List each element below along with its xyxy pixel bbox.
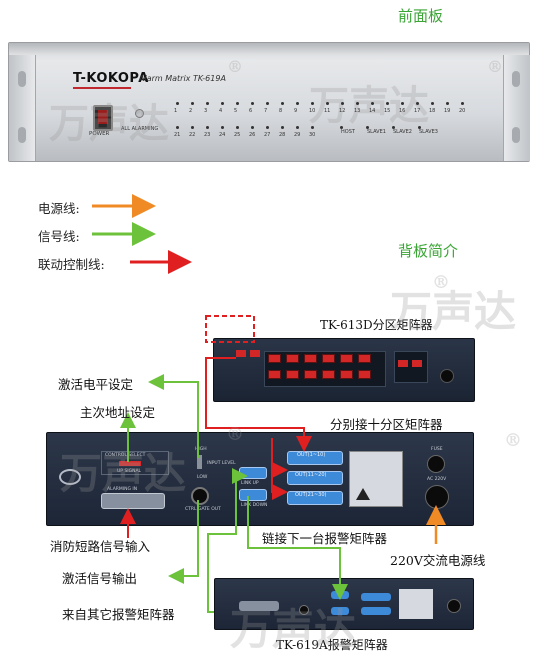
output-label-1: OUT(1~10) — [297, 452, 326, 458]
fuse-label: FUSE — [431, 447, 443, 452]
watermark: 万声达 — [230, 605, 357, 654]
all-alarming-label: ALL ALARMING — [121, 126, 159, 132]
line-zone-to-output-1 — [205, 357, 312, 452]
bottom-label-plate — [399, 589, 433, 619]
output-connector-1[interactable] — [287, 451, 343, 465]
slave1-label: SLAVE1 — [367, 129, 386, 135]
slave3-label: SLAVE3 — [419, 129, 438, 135]
callout-fire-input: 消防短路信号输入 — [50, 539, 151, 554]
watermark: 万声达 — [309, 82, 429, 129]
brand-underline — [73, 87, 131, 89]
control-select-box — [101, 451, 169, 475]
line-next-matrix — [247, 496, 348, 600]
watermark-registered: ® — [227, 57, 243, 76]
line-from-other — [207, 476, 237, 613]
legend-power-label: 电源线: — [38, 201, 80, 216]
warning-label-plate — [349, 451, 403, 507]
callout-activate-output: 激活信号输出 — [62, 571, 138, 586]
callout-master-slave: 主次地址设定 — [80, 405, 156, 420]
output-label-3: OUT(21~30) — [295, 492, 327, 498]
output-label-2: OUT(11~20) — [295, 472, 327, 478]
watermark-registered: ® — [226, 424, 244, 445]
watermark: 万声达 — [60, 449, 187, 498]
high-label: HIGH — [195, 447, 207, 452]
watermark-registered: ® — [504, 430, 522, 451]
ac-input-label: AC 220V — [427, 477, 447, 482]
bottom-output-connector[interactable] — [361, 607, 391, 615]
bottom-dip-block — [239, 601, 279, 611]
rack-hole — [18, 71, 26, 87]
line-activate-level — [148, 374, 199, 458]
watermark: 万声达 — [390, 287, 517, 336]
ccc-certification-icon — [59, 469, 81, 485]
zone-matrix-knob[interactable] — [440, 369, 454, 383]
watermark-registered: ® — [487, 57, 503, 76]
callout-activate-level: 激活电平设定 — [58, 377, 134, 392]
up-signal-label: UP SIGNAL — [117, 469, 142, 474]
callout-split-zones: 分别接十分区矩阵器 — [330, 417, 443, 432]
host-label: HOST — [341, 129, 355, 135]
model-label: Alarm Matrix TK-619A — [139, 74, 226, 83]
rack-hole — [512, 71, 520, 87]
callout-next-matrix: 链接下一台报警矩阵器 — [262, 531, 388, 546]
all-alarming-button[interactable] — [135, 109, 144, 118]
dip-switch[interactable] — [119, 461, 141, 466]
fuse-holder[interactable] — [427, 455, 445, 473]
power-switch-rocker — [98, 110, 108, 124]
input-level-label: INPUT LEVEL — [207, 461, 236, 466]
alarm-matrix-title: TK-619A报警矩阵器 — [276, 638, 388, 652]
watermark-registered: ® — [432, 272, 450, 293]
callout-ac-power: 220V交流电源线 — [390, 553, 486, 568]
warning-icon — [356, 488, 370, 500]
ctrl-gate-out-label: CTRL GATE OUT — [185, 507, 221, 512]
bottom-jack[interactable] — [299, 605, 309, 615]
bottom-link-down-connector[interactable] — [331, 607, 349, 615]
legend-control-label: 联动控制线: — [38, 257, 105, 272]
front-panel-title: 前面板 — [398, 7, 444, 25]
zone-matrix-right-block — [394, 351, 428, 383]
back-panel-title: 背板简介 — [398, 242, 459, 260]
bottom-power-socket[interactable] — [447, 599, 461, 613]
rack-hole — [512, 127, 520, 143]
power-switch[interactable] — [93, 105, 113, 131]
rack-hole — [18, 127, 26, 143]
bottom-output-connector[interactable] — [361, 593, 391, 601]
alarming-in-label: ALARMING IN — [107, 487, 138, 492]
callout-from-other: 来自其它报警矩阵器 — [62, 607, 175, 622]
control-select-label: CONTROL SELECT — [105, 453, 146, 458]
level-switch[interactable] — [197, 455, 202, 469]
ctrl-gate-out-jack[interactable] — [191, 487, 209, 505]
front-device: T-KOKOPA Alarm Matrix TK-619A POWER ALL … — [8, 42, 530, 162]
line-zone-dashed-box — [205, 315, 255, 343]
line-activate-output — [168, 500, 199, 584]
link-down-connector[interactable] — [239, 489, 267, 501]
zone-matrix-title: TK-613D分区矩阵器 — [320, 318, 433, 332]
brand-logo: T-KOKOPA — [73, 71, 149, 86]
legend-signal-label: 信号线: — [38, 229, 80, 244]
output-connector-2[interactable] — [287, 471, 343, 485]
chassis-top — [9, 43, 529, 55]
watermark: 万声达 — [49, 100, 169, 147]
line-zone-to-output-3 — [271, 470, 288, 500]
slave2-label: SLAVE2 — [393, 129, 412, 135]
power-label: POWER — [89, 131, 110, 137]
link-up-label: LINK UP — [241, 481, 259, 486]
line-zone-to-output-2 — [271, 438, 288, 478]
link-down-label: LINK DOWN — [241, 503, 268, 508]
low-label: LOW — [197, 475, 208, 480]
